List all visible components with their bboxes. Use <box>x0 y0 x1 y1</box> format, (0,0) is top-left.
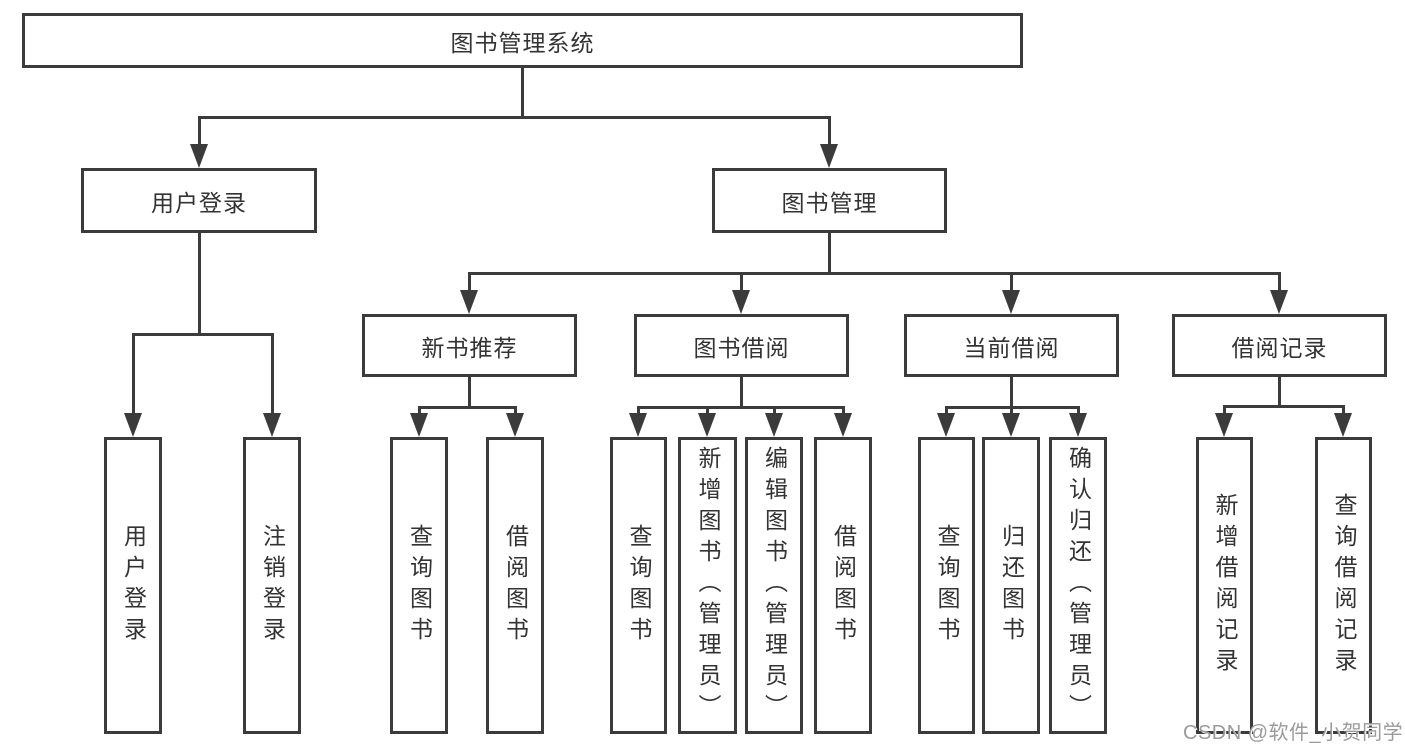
connector-line <box>1010 406 1013 415</box>
leaf-label: 归还图书 <box>998 523 1025 648</box>
leaf-label: 查询图书 <box>934 523 960 648</box>
connector-line <box>521 68 524 117</box>
connector-line <box>1223 405 1345 408</box>
node-label: 用户登录 <box>151 189 247 216</box>
arrow-down-icon <box>460 290 478 314</box>
node-label: 当前借阅 <box>963 334 1060 361</box>
leaf-label: 查询图书 <box>406 523 433 648</box>
leaf-borrow-books-recommend: 借阅图书 <box>486 437 544 734</box>
arrow-down-icon <box>1002 413 1020 437</box>
leaf-query-books-current: 查询图书 <box>918 437 975 734</box>
connector-line <box>271 333 274 415</box>
connector-line <box>1342 405 1345 415</box>
arrow-down-icon <box>937 413 955 437</box>
connector-line <box>418 406 517 409</box>
node-book-borrow: 图书借阅 <box>634 314 849 377</box>
node-borrow-records: 借阅记录 <box>1172 314 1387 377</box>
connector-line <box>132 333 273 336</box>
arrow-down-icon <box>1069 413 1087 437</box>
connector-line <box>1010 272 1013 292</box>
leaf-label: 查询图书 <box>626 523 652 648</box>
connector-line <box>198 233 201 336</box>
arrow-down-icon <box>190 144 208 168</box>
connector-line <box>418 406 421 415</box>
leaf-return-books: 归还图书 <box>982 437 1040 734</box>
leaf-label: 新增图书（管理员） <box>695 446 721 725</box>
leaf-label: 用户登录 <box>120 523 147 648</box>
leaf-label: 确认归还（管理员） <box>1065 446 1092 725</box>
connector-line <box>1278 377 1281 408</box>
csdn-watermark: CSDN @软件_小贺同学 <box>1183 722 1404 744</box>
arrow-down-icon <box>1002 290 1020 314</box>
arrow-down-icon <box>698 413 716 437</box>
node-book-management: 图书管理 <box>712 168 947 233</box>
connector-line <box>637 406 845 409</box>
leaf-label: 借阅图书 <box>502 523 529 648</box>
leaf-label: 注销登录 <box>259 523 286 648</box>
arrow-down-icon <box>820 144 838 168</box>
node-current-borrow: 当前借阅 <box>904 314 1119 377</box>
connector-line <box>468 377 471 409</box>
arrow-down-icon <box>629 413 647 437</box>
arrow-down-icon <box>1270 290 1288 314</box>
connector-line <box>468 272 471 292</box>
leaf-add-books-admin: 新增图书（管理员） <box>678 437 737 734</box>
leaf-add-borrow-record: 新增借阅记录 <box>1196 437 1253 734</box>
leaf-query-books-recommend: 查询图书 <box>390 437 448 734</box>
leaf-user-login: 用户登录 <box>104 437 162 734</box>
node-label: 借阅记录 <box>1231 334 1328 361</box>
connector-line <box>1077 406 1080 415</box>
node-label: 图书管理系统 <box>450 29 595 56</box>
arrow-down-icon <box>506 413 524 437</box>
node-root-library-management-system: 图书管理系统 <box>22 13 1023 68</box>
connector-line <box>132 333 135 415</box>
connector-line <box>468 272 1280 275</box>
leaf-borrow-books: 借阅图书 <box>814 437 872 734</box>
leaf-query-borrow-record: 查询借阅记录 <box>1315 437 1372 734</box>
arrow-down-icon <box>124 413 142 437</box>
leaf-label: 编辑图书（管理员） <box>761 446 788 725</box>
connector-line <box>828 116 831 146</box>
connector-line <box>198 116 830 119</box>
leaf-confirm-return-admin: 确认归还（管理员） <box>1049 437 1107 734</box>
connector-line <box>1010 377 1013 409</box>
leaf-query-books-borrow: 查询图书 <box>610 437 667 734</box>
leaf-logout: 注销登录 <box>243 437 301 734</box>
connector-line <box>740 272 743 292</box>
arrow-down-icon <box>410 413 428 437</box>
connector-line <box>1223 405 1226 415</box>
connector-line <box>828 233 831 275</box>
node-label: 图书借阅 <box>693 334 790 361</box>
node-label: 图书管理 <box>781 189 878 216</box>
connector-line <box>514 406 517 415</box>
arrow-down-icon <box>1215 413 1233 437</box>
arrow-down-icon <box>834 413 852 437</box>
leaf-label: 新增借阅记录 <box>1212 492 1238 679</box>
arrow-down-icon <box>732 290 750 314</box>
connector-line <box>842 406 845 415</box>
node-label: 新书推荐 <box>421 334 518 361</box>
arrow-down-icon <box>263 413 281 437</box>
node-new-book-recommend: 新书推荐 <box>362 314 577 377</box>
leaf-label: 查询借阅记录 <box>1331 492 1357 679</box>
connector-line <box>1278 272 1281 292</box>
connector-line <box>945 406 948 415</box>
connector-line <box>637 406 640 415</box>
leaf-edit-books-admin: 编辑图书（管理员） <box>745 437 803 734</box>
node-user-login: 用户登录 <box>81 168 317 233</box>
arrow-down-icon <box>765 413 783 437</box>
connector-line <box>198 116 201 146</box>
connector-line <box>706 406 709 415</box>
arrow-down-icon <box>1334 413 1352 437</box>
leaf-label: 借阅图书 <box>830 523 857 648</box>
connector-line <box>740 377 743 409</box>
connector-line <box>773 406 776 415</box>
